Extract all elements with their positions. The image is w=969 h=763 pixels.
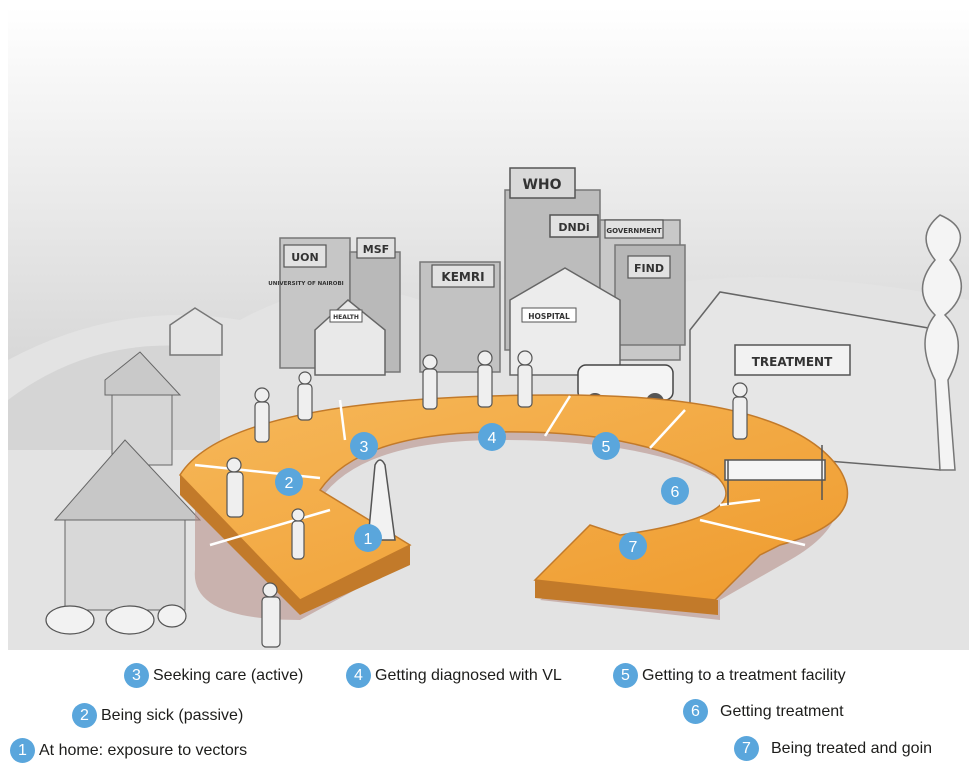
sign-who: [509, 167, 576, 199]
sign-government-text: GOVERNMENT: [606, 227, 662, 235]
marker-5-circle: [592, 432, 620, 460]
sign-health-text: HEALTH: [333, 314, 359, 321]
sign-uon-subtext: UNIVERSITY OF NAIROBI: [268, 281, 343, 287]
step-markers: 1 2 3 4 5 6 7: [275, 423, 689, 560]
legend-number-1: 1: [10, 738, 35, 763]
marker-2-circle: [275, 468, 303, 496]
sign-dndi-text: DNDi: [558, 221, 589, 234]
legend-number-5: 5: [613, 663, 638, 688]
legend-number-7: 7: [734, 736, 759, 761]
marker-4-text: 4: [488, 430, 497, 447]
legend-item-6: 6 Getting treatment: [683, 699, 844, 724]
marker-3-circle: [350, 432, 378, 460]
sign-hospital: [521, 307, 577, 323]
people: [226, 350, 748, 648]
sign-find-text: FIND: [634, 262, 664, 275]
legend-label-2: Being sick (passive): [101, 706, 244, 724]
legend-item-3: 3 Seeking care (active): [124, 663, 303, 688]
legend-item-4: 4 Getting diagnosed with VL: [346, 663, 562, 688]
marker-4-circle: [478, 423, 506, 451]
legend-number-3: 3: [124, 663, 149, 688]
legend-item-1: 1 At home: exposure to vectors: [10, 738, 247, 763]
path-arrow-side: [535, 580, 718, 615]
legend-item-5: 5 Getting to a treatment facility: [613, 663, 846, 688]
sign-who-text: WHO: [522, 177, 561, 193]
legend-label-5: Getting to a treatment facility: [642, 666, 846, 684]
marker-1-text: 1: [364, 531, 373, 548]
legend-number-6: 6: [683, 699, 708, 724]
sign-find: [627, 255, 671, 279]
sign-health: [329, 309, 363, 323]
marker-1-circle: [354, 524, 382, 552]
huts: [53, 351, 202, 611]
sign-uon-text: UON: [291, 251, 319, 264]
marker-6-circle: [661, 477, 689, 505]
legend-number-2: 2: [72, 703, 97, 728]
marker-6-text: 6: [671, 484, 680, 501]
marker-2-text: 2: [285, 475, 294, 492]
legend-label-7: Being treated and goin: [771, 739, 933, 757]
sign-treatment: [734, 344, 851, 376]
sign-hospital-text: HOSPITAL: [528, 312, 570, 321]
sign-treatment-text: TREATMENT: [752, 355, 833, 369]
sign-msf-text: MSF: [363, 243, 389, 256]
marker-7-circle: [619, 532, 647, 560]
marker-5-text: 5: [602, 439, 611, 456]
marker-3-text: 3: [360, 439, 369, 456]
sign-kemri-text: KEMRI: [441, 270, 484, 284]
legend-label-1: At home: exposure to vectors: [39, 741, 248, 759]
legend-item-2: 2 Being sick (passive): [72, 703, 243, 728]
legend-label-6: Getting treatment: [720, 702, 844, 720]
hospital-bed: [724, 445, 826, 505]
marker-7-text: 7: [629, 539, 638, 556]
legend-number-4: 4: [346, 663, 371, 688]
tree: [921, 214, 963, 471]
legend-label-3: Seeking care (active): [153, 666, 304, 684]
legend-item-7: 7 Being treated and goin: [734, 736, 932, 761]
legend-label-4: Getting diagnosed with VL: [375, 666, 562, 684]
sign-kemri: [431, 264, 495, 288]
sign-dndi: [549, 214, 599, 238]
goats: [45, 604, 187, 635]
sign-government: [604, 219, 664, 239]
sign-uon: [283, 244, 327, 268]
obelisk: [367, 459, 396, 541]
sign-msf: [356, 237, 396, 259]
